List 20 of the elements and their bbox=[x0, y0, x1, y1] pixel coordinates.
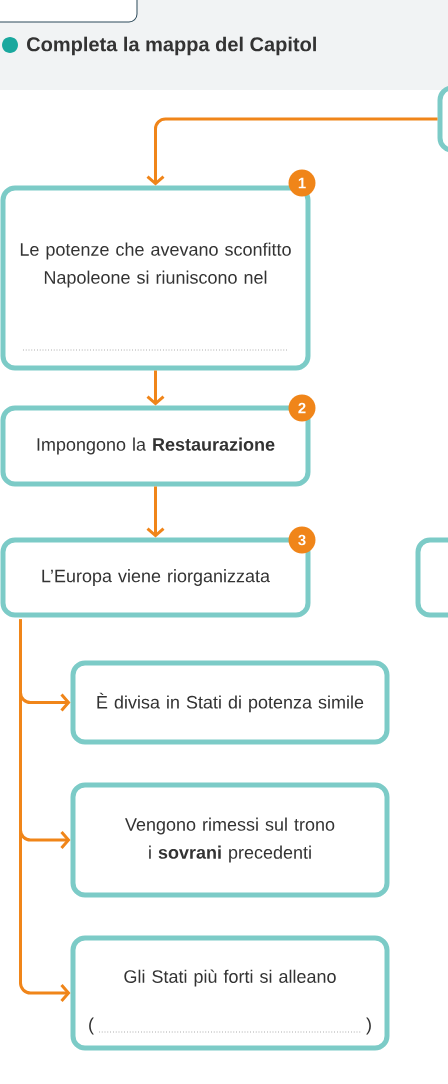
parenthesis: ) bbox=[366, 1017, 371, 1035]
node-text: Vengono rimessi sul trono i sovrani precedenti bbox=[125, 817, 335, 863]
node-text: Le potenze che avevano sconfitto Napoleone si riuniscono nel bbox=[20, 242, 291, 288]
parenthesis: ( bbox=[89, 1017, 94, 1035]
empty-box bbox=[437, 85, 448, 153]
arrow bbox=[19, 619, 71, 1002]
empty-box bbox=[415, 537, 448, 618]
process-box bbox=[70, 782, 390, 898]
number-badge: 1 bbox=[288, 169, 316, 197]
node-text: È divisa in Stati di potenza simile bbox=[97, 692, 364, 713]
number-badge: 2 bbox=[288, 394, 316, 422]
arrow bbox=[146, 486, 165, 538]
node-text: L’Europa viene riorganizzata bbox=[42, 569, 270, 586]
title: Completa la mappa del Capitol bbox=[27, 36, 316, 56]
number-badge: 3 bbox=[288, 526, 316, 554]
arrow bbox=[146, 370, 165, 406]
node-text: Impongono la Restaurazione bbox=[37, 437, 275, 455]
node-text: Gli Stati più forti si alleano bbox=[124, 969, 336, 987]
process-box bbox=[70, 660, 390, 745]
arrow bbox=[146, 117, 438, 186]
